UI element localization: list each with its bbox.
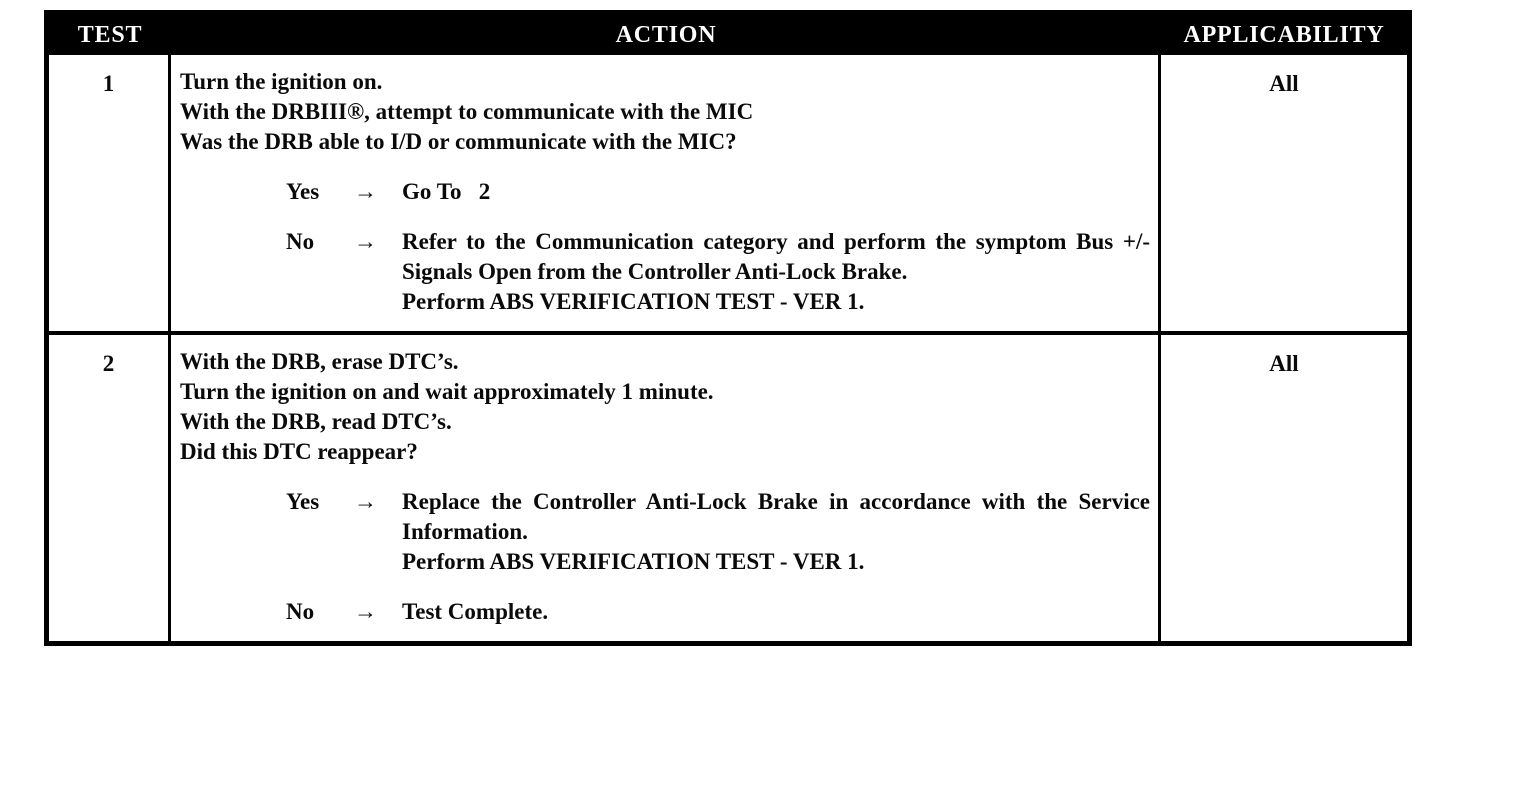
action-line: Turn the ignition on. bbox=[180, 69, 383, 94]
yes-branch: Yes → Go To 2 bbox=[180, 177, 1152, 207]
action-cell: With the DRB, erase DTC’s. Turn the igni… bbox=[171, 335, 1161, 641]
test-number-cell: 1 bbox=[49, 55, 171, 331]
branch-label: Yes bbox=[286, 489, 320, 514]
diagnostic-test-table: TEST ACTION APPLICABILITY 1 Turn the ign… bbox=[44, 10, 1412, 646]
branch-result: Replace the Controller Anti-Lock Brake i… bbox=[402, 487, 1152, 577]
column-header-test: TEST bbox=[77, 21, 143, 48]
branch-result-line: Perform ABS VERIFICATION TEST - VER 1. bbox=[402, 549, 865, 574]
branch-result: Test Complete. bbox=[402, 597, 1152, 627]
table-row: 2 With the DRB, erase DTC’s. Turn the ig… bbox=[49, 331, 1407, 641]
no-branch: No → Test Complete. bbox=[180, 597, 1152, 627]
branch-result-line: Refer to the Communication category and … bbox=[402, 229, 1156, 284]
column-header-action: ACTION bbox=[615, 21, 717, 48]
branch-result-line: Test Complete. bbox=[402, 599, 549, 624]
arrow-right-icon: → bbox=[354, 599, 377, 624]
applicability-cell: All bbox=[1269, 351, 1299, 376]
no-branch: No → Refer to the Communication category… bbox=[180, 227, 1152, 317]
table-row: 1 Turn the ignition on. With the DRBIII®… bbox=[49, 55, 1407, 331]
branch-result-line: Perform ABS VERIFICATION TEST - VER 1. bbox=[402, 289, 865, 314]
table-header-row: TEST ACTION APPLICABILITY bbox=[49, 15, 1407, 55]
branch-result-line: Go To 2 bbox=[402, 179, 491, 204]
arrow-right-icon: → bbox=[354, 489, 377, 514]
branch-result: Go To 2 bbox=[402, 177, 1152, 207]
action-line: Turn the ignition on and wait approximat… bbox=[180, 379, 714, 404]
branch-result-line: Replace the Controller Anti-Lock Brake i… bbox=[402, 489, 1156, 544]
action-line: Was the DRB able to I/D or communicate w… bbox=[180, 129, 737, 154]
branch-label: Yes bbox=[286, 179, 320, 204]
arrow-right-icon: → bbox=[354, 229, 377, 254]
branch-label: No bbox=[286, 229, 315, 254]
branch-result: Refer to the Communication category and … bbox=[402, 227, 1152, 317]
test-number-cell: 2 bbox=[49, 335, 171, 641]
yes-branch: Yes → Replace the Controller Anti-Lock B… bbox=[180, 487, 1152, 577]
action-line: With the DRB, read DTC’s. bbox=[180, 409, 452, 434]
column-header-applicability: APPLICABILITY bbox=[1183, 21, 1385, 48]
branch-label: No bbox=[286, 599, 315, 624]
arrow-right-icon: → bbox=[354, 179, 377, 204]
applicability-cell: All bbox=[1269, 71, 1299, 96]
action-cell: Turn the ignition on. With the DRBIII®, … bbox=[171, 55, 1161, 331]
action-line: With the DRBIII®, attempt to communicate… bbox=[180, 99, 754, 124]
action-line: Did this DTC reappear? bbox=[180, 439, 418, 464]
action-line: With the DRB, erase DTC’s. bbox=[180, 349, 459, 374]
